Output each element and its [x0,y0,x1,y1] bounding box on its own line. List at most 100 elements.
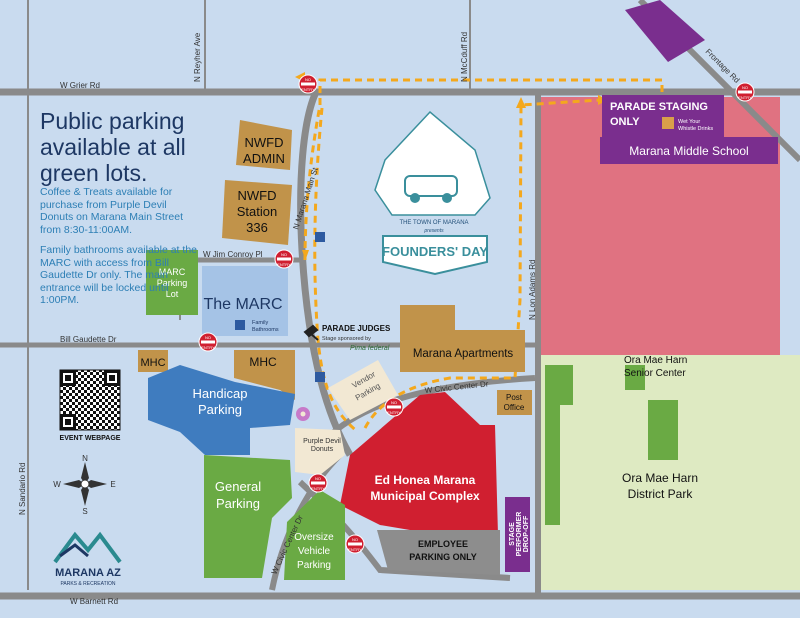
no-entry-text-bottom: ENTRY [277,262,291,267]
street-mccduff: N McCduff Rd [460,32,469,82]
stage-sponsored-label: Stage sponsored by [322,336,371,342]
no-entry-text-bottom: ENTRY [348,547,362,552]
no-entry-text-bottom: ENTRY [301,87,315,92]
gavel-icon [303,324,319,341]
bathrooms-note: Family bathrooms available at the MARC w… [40,244,197,306]
founders-top-text: THE TOWN OF MARANA [399,220,468,226]
no-entry-text-bottom: ENTRY [387,410,401,415]
mhc-building-1: MHC [138,350,168,372]
nwfd-admin-label-2: ADMIN [243,151,285,166]
founders-presents-text: presents [423,228,444,234]
mhc-building-2: MHC [234,350,295,400]
employee-label-2: PARKING ONLY [409,552,477,562]
purple-lot [625,0,705,62]
senior-center-label-2: Senior Center [624,368,686,379]
nwfd-station-label-3: 336 [246,220,268,235]
parade-staging-label-2: ONLY [610,116,640,128]
handicap-label-2: Parking [198,402,242,417]
truck-icon [404,175,458,197]
no-entry-text-top: NO [742,85,748,90]
street-bill-gaudette: Bill Gaudette Dr [60,335,117,344]
employee-label-1: EMPLOYEE [418,539,468,549]
parade-staging-label-1: PARADE STAGING [610,101,708,113]
compass-w: W [53,480,61,489]
compass-s: S [82,507,87,516]
marana-sub: PARKS & RECREATION [60,581,115,587]
senior-center-label-1: Ora Mae Harn [624,355,687,366]
wet-whistle-label-2: Whistle Drinks [678,126,713,132]
nwfd-admin-building: NWFD ADMIN [236,120,292,170]
street-grier: W Grier Rd [60,81,100,90]
no-entry-icon: NO ENTRY [308,473,328,493]
marc-lot-label-3: Lot [166,289,179,299]
compass-e: E [110,480,115,489]
no-entry-text-top: NO [205,335,211,340]
compass-n: N [82,454,88,463]
post-office: Post Office [497,390,532,415]
handicap-parking: Handicap Parking [148,365,295,455]
street-jim-conroy: W Jim Conroy Pl [203,250,263,259]
oversize-parking: Oversize Vehicle Parking [284,490,345,580]
nwfd-station-building: NWFD Station 336 [222,180,292,245]
street-reyher: N Reyher Ave [193,32,202,82]
handicap-label-1: Handicap [193,386,248,401]
family-bathrooms-label-1: Family [252,320,268,326]
no-entry-icon: NO ENTRY [198,332,218,352]
public-parking-heading: Public parking available at all green lo… [40,108,186,186]
municipal-label-1: Ed Honea Marana [375,473,476,487]
no-entry-text-bottom: ENTRY [201,345,215,350]
no-entry-icon: NO ENTRY [274,249,294,269]
marc-lot-label-2: Parking [157,278,188,288]
park-green-lot [625,365,645,390]
stage-label-1: STAGE [509,522,516,546]
qr-code: EVENT WEBPAGE [59,369,121,442]
bathroom-icon [235,320,245,330]
stage-performer-dropoff: STAGE PERFORMER DROP-OFF [505,497,530,572]
park-green-lot [545,405,560,525]
purple-devil-donuts: Purple Devil Donuts [295,407,345,475]
nwfd-station-label-1: NWFD [238,188,277,203]
district-park-label-1: Ora Mae Harn [622,471,698,485]
the-marc-building: The MARC Family Bathrooms [202,266,288,336]
nwfd-admin-label-1: NWFD [245,135,284,150]
stage-label-2: PERFORMER [516,512,523,557]
street-lon-adams: N Lon Adams Rd [528,260,537,320]
park-green-lot [545,365,573,405]
vendor-parking: Vendor Parking [328,360,398,420]
employee-parking: EMPLOYEE PARKING ONLY [377,530,500,575]
no-entry-text-top: NO [352,537,358,542]
purple-devil-label-2: Donuts [311,446,334,453]
parade-staging: PARADE STAGING ONLY Wet Your Whistle Dri… [602,95,724,137]
stage-label-3: DROP-OFF [523,515,530,552]
no-entry-icon: NO ENTRY [345,534,365,554]
parade-judges-stage: PARADE JUDGES Stage sponsored by Pima fe… [303,324,391,352]
restroom-icon [315,232,325,242]
qr-label: EVENT WEBPAGE [60,435,121,442]
park-green-lot [648,400,678,460]
marc-lot-label-1: MARC [159,267,186,277]
nwfd-station-label-2: Station [237,204,277,219]
district-park-area [540,355,800,590]
sponsor-label: Pima federal [350,345,390,352]
no-entry-text-bottom: ENTRY [311,486,325,491]
no-entry-text-top: NO [281,252,287,257]
compass-icon: N S W E [53,454,115,516]
general-label-2: Parking [216,496,260,511]
family-bathrooms-label-2: Bathrooms [252,327,279,333]
the-marc-label: The MARC [203,296,282,313]
post-office-label-2: Office [504,403,525,412]
wet-whistle-label-1: Wet Your [678,119,700,125]
general-parking: General Parking [204,455,292,578]
marana-parks-logo: MARANA AZ PARKS & RECREATION [53,531,122,587]
marana-name: MARANA AZ [55,567,121,579]
street-barnett: W Barnett Rd [70,597,118,606]
no-entry-text-bottom: ENTRY [738,95,752,100]
no-entry-text-top: NO [315,476,321,481]
marana-apartments-label: Marana Apartments [413,348,514,360]
middle-school-label: Marana Middle School [629,144,748,158]
parade-judges-label: PARADE JUDGES [322,324,391,333]
